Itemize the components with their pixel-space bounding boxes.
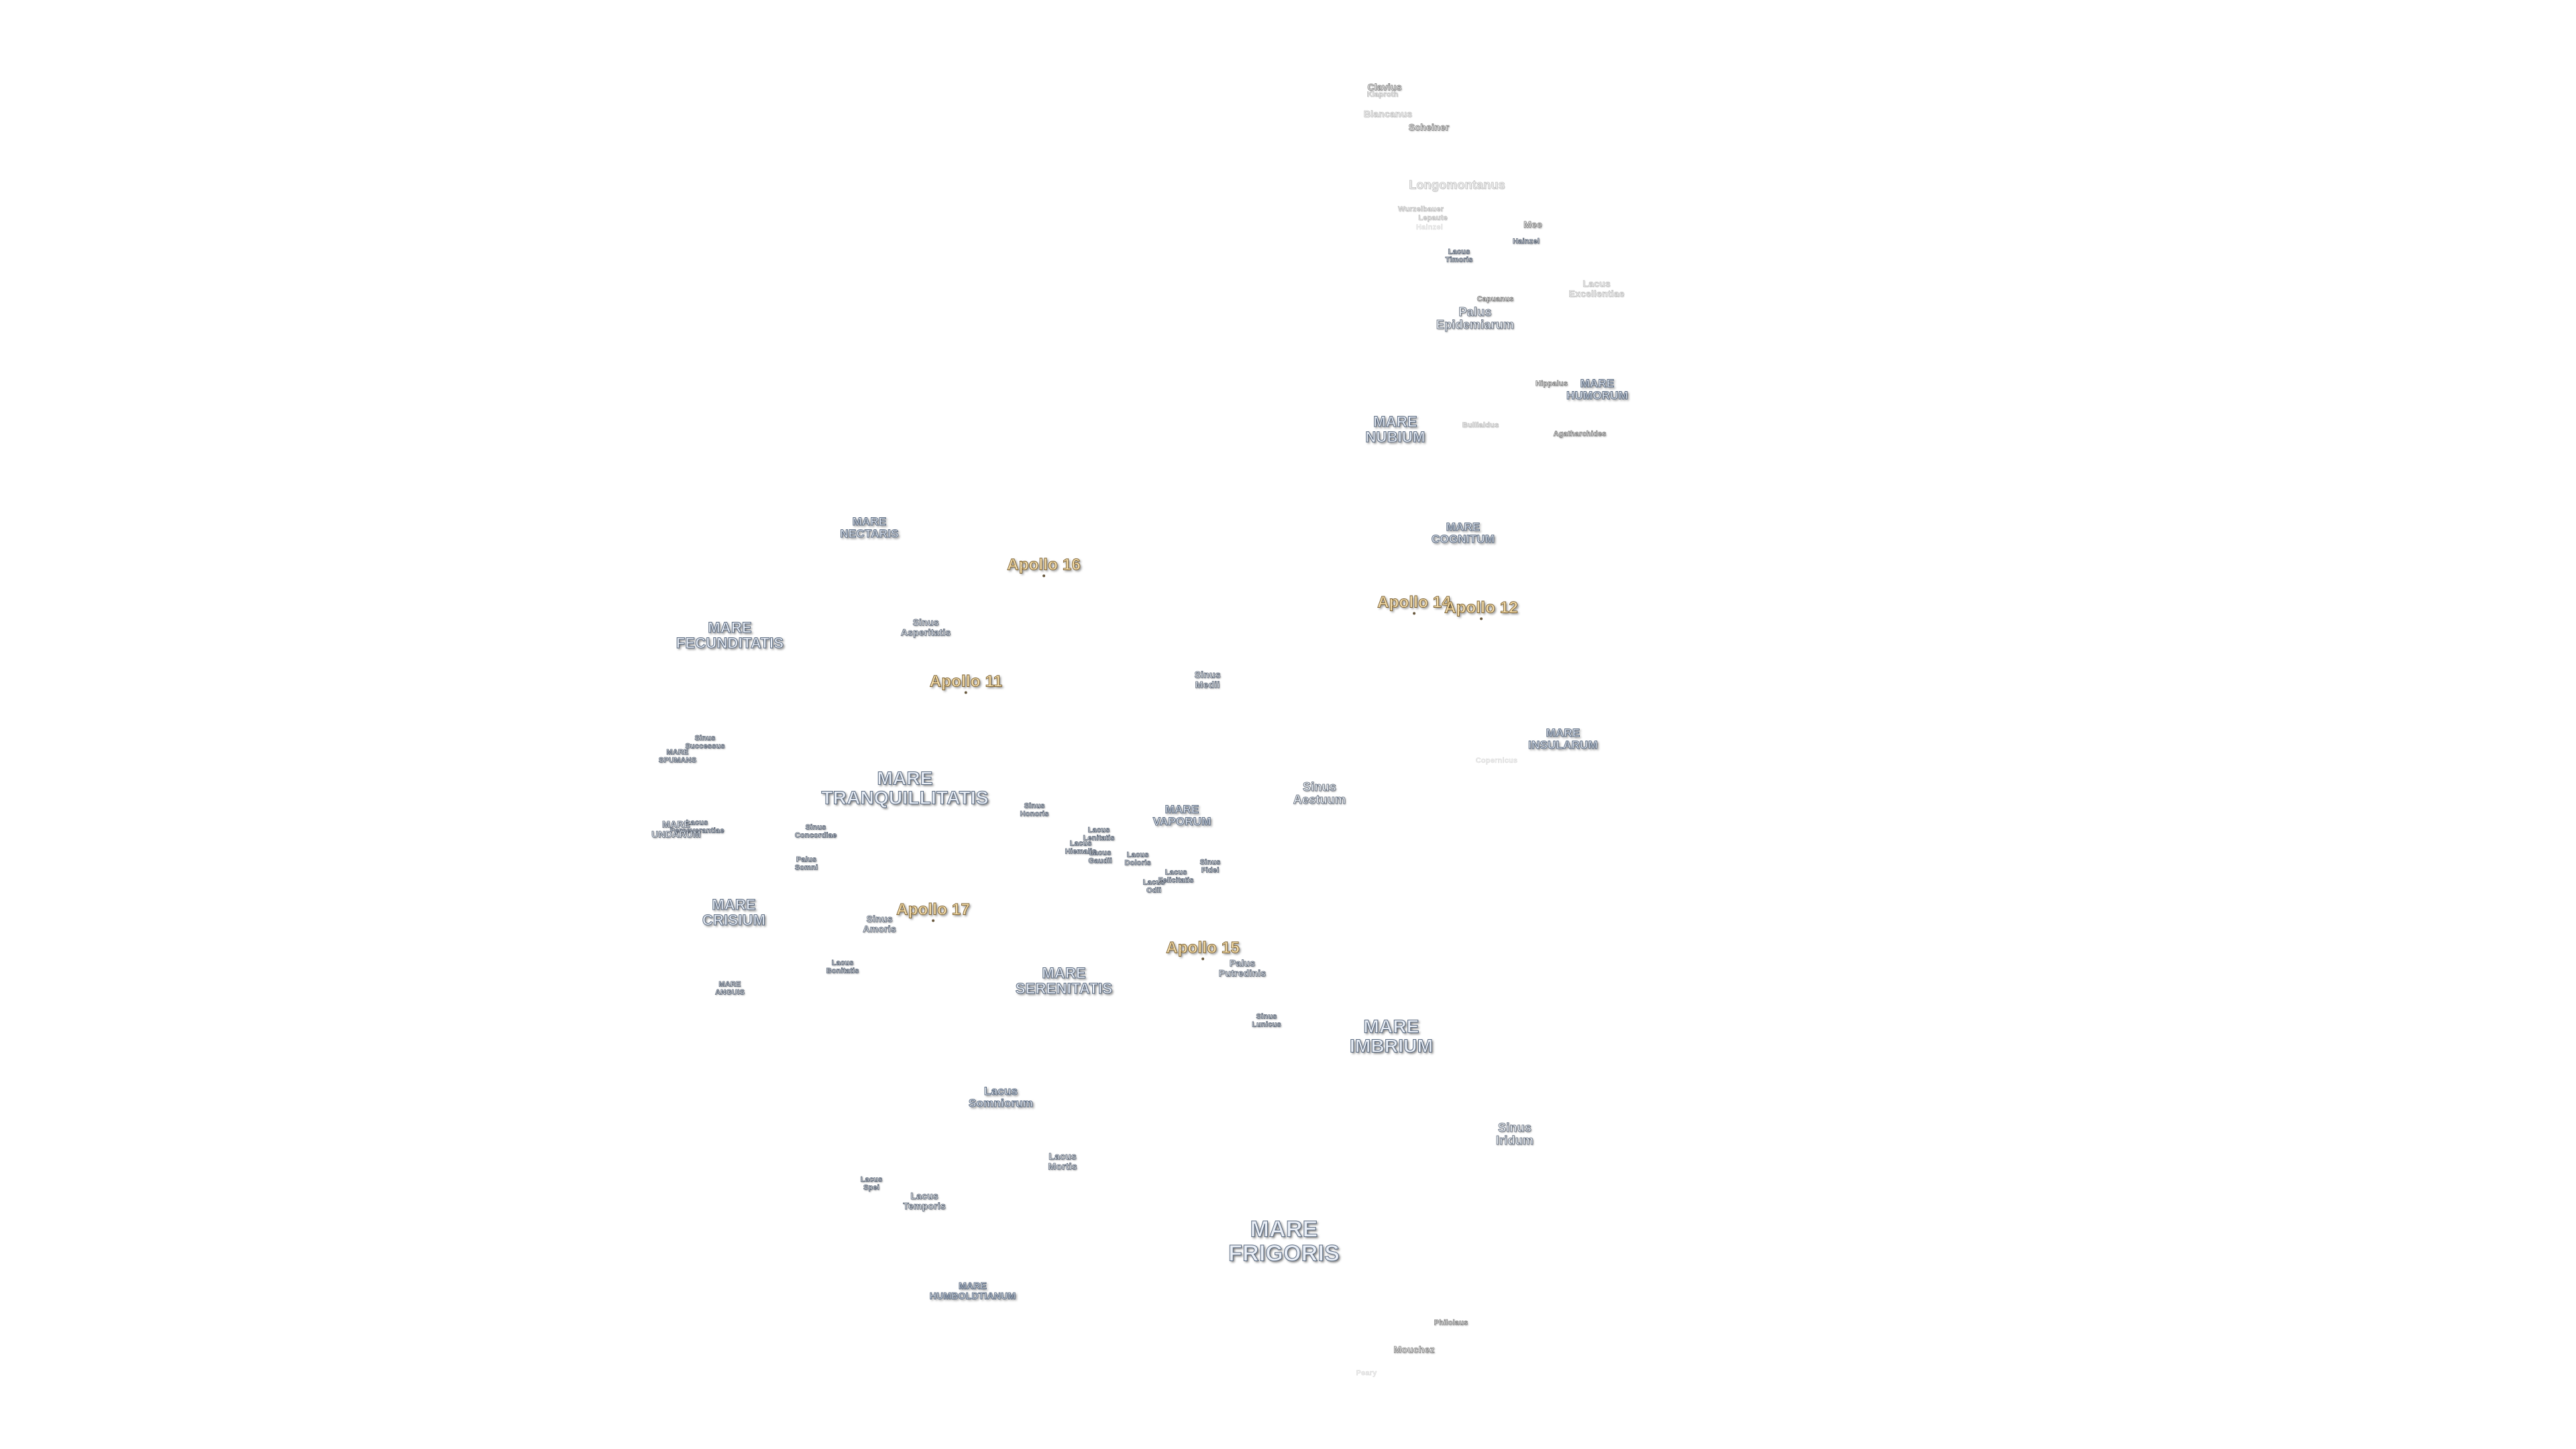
blancanus-label[interactable]: Blancanus xyxy=(1363,108,1413,119)
philolaus-label[interactable]: Philolaus xyxy=(1434,1319,1468,1328)
agatharchides-label[interactable]: Agatharchides xyxy=(1553,430,1607,439)
apollo-16-label[interactable]: Apollo 16 xyxy=(1007,555,1081,578)
mouchez-label[interactable]: Mouchez xyxy=(1393,1344,1435,1355)
kaiser-label[interactable]: Klaproth xyxy=(1366,91,1399,99)
apollo-17-label[interactable]: Apollo 17 xyxy=(896,900,970,922)
scheiner-label[interactable]: Scheiner xyxy=(1408,121,1450,133)
apollo-12-label[interactable]: Apollo 12 xyxy=(1444,598,1518,621)
copernicus-label[interactable]: Copernicus xyxy=(1475,757,1518,765)
clavius-label[interactable]: Clavius xyxy=(1367,81,1402,93)
longomontanus-label[interactable]: Longomontanus xyxy=(1409,178,1505,192)
apollo-11-label[interactable]: Apollo 11 xyxy=(929,672,1003,694)
lepaute-label[interactable]: Lepaute xyxy=(1418,214,1448,223)
capuanus-label[interactable]: Capuanus xyxy=(1477,295,1514,304)
bullialdus-label[interactable]: Bullialdus xyxy=(1462,421,1499,430)
faint-bottom-label[interactable]: Peary xyxy=(1356,1369,1377,1378)
wurzelbauer-label[interactable]: Wurzelbauer xyxy=(1397,205,1444,214)
hippalus-label[interactable]: Hippalus xyxy=(1535,380,1568,388)
hainzel-label[interactable]: Hainzel xyxy=(1416,223,1443,232)
apollo-15-label[interactable]: Apollo 15 xyxy=(1166,938,1240,961)
hainzel-2-label[interactable]: Hainzel xyxy=(1513,237,1540,246)
apollo-14-label[interactable]: Apollo 14 xyxy=(1377,593,1451,615)
mee-label[interactable]: Mee xyxy=(1523,219,1542,230)
